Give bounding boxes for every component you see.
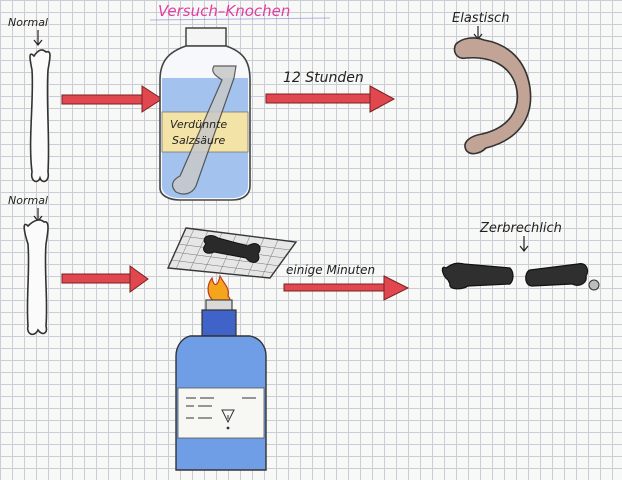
elastic-bone (453, 37, 532, 155)
pointer-arrow-normal-bottom (33, 208, 43, 222)
arrow-to-jar (61, 85, 163, 113)
arrow-to-burner (61, 265, 149, 293)
normal-bone-top (29, 49, 51, 183)
burnt-bone-piece-left (441, 262, 514, 290)
duration-label-hours: 12 Stunden (283, 70, 364, 86)
burnt-bone-piece-right (525, 263, 589, 287)
arrow-to-elastic (265, 85, 396, 113)
elastic-label: Elastisch (452, 11, 509, 26)
jar-label-line1: Verdünnte (170, 118, 227, 131)
arrow-to-brittle (283, 275, 410, 301)
duration-label-minutes: einige Minuten (286, 263, 375, 277)
title-underline (149, 17, 331, 21)
normal-label-top: Normal (8, 16, 48, 29)
brittle-label: Zerbrechlich (479, 221, 562, 236)
burnt-bone-on-gauze (203, 235, 261, 263)
normal-label-bottom: Normal (8, 194, 48, 207)
pointer-arrow-brittle (519, 236, 529, 252)
bone-fragment (588, 279, 600, 291)
pointer-arrow-normal-top (33, 30, 43, 46)
flame-icon (207, 274, 231, 305)
pointer-arrow-elastic (473, 26, 483, 40)
alcohol-burner (175, 299, 267, 471)
jar-label-line2: Salzsäure (172, 134, 226, 147)
normal-bone-bottom (23, 219, 49, 336)
acid-jar (159, 27, 251, 201)
page-title: Versuch–Knochen (158, 2, 290, 20)
